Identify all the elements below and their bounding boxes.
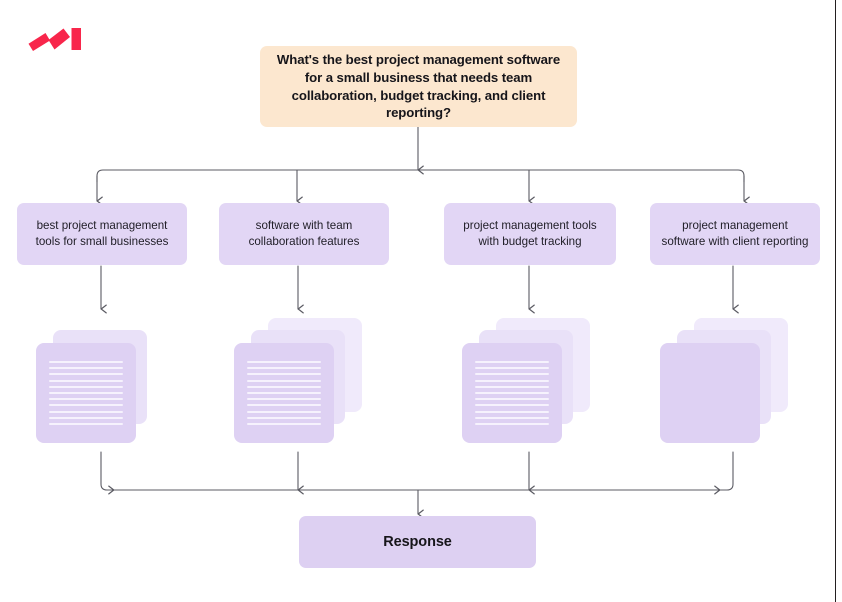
document-text-lines-1 bbox=[49, 361, 123, 425]
query-text-4: project management software with client … bbox=[661, 219, 809, 248]
document-text-lines-2 bbox=[247, 361, 321, 425]
query-box-1: best project management tools for small … bbox=[17, 203, 187, 265]
query-text-3: project management tools with budget tra… bbox=[463, 219, 597, 248]
document-card-front bbox=[660, 343, 760, 443]
document-card-front bbox=[234, 343, 334, 443]
brand-logo-icon bbox=[27, 27, 85, 53]
response-label: Response bbox=[383, 534, 452, 550]
document-text-lines-4 bbox=[673, 361, 747, 425]
question-box: What's the best project management softw… bbox=[260, 46, 577, 127]
query-box-2: software with team collaboration feature… bbox=[219, 203, 389, 265]
document-card-front bbox=[462, 343, 562, 443]
query-box-4: project management software with client … bbox=[650, 203, 820, 265]
query-text-2: software with team collaboration feature… bbox=[248, 219, 360, 248]
document-stack-1 bbox=[36, 318, 166, 444]
document-stack-2 bbox=[234, 318, 364, 444]
query-text-1: best project management tools for small … bbox=[35, 219, 169, 248]
document-stack-4 bbox=[660, 318, 790, 444]
document-text-lines-3 bbox=[475, 361, 549, 425]
page-right-border bbox=[835, 0, 836, 602]
question-text: What's the best project management softw… bbox=[276, 52, 561, 121]
response-box: Response bbox=[299, 516, 536, 568]
query-box-3: project management tools with budget tra… bbox=[444, 203, 616, 265]
document-card-front bbox=[36, 343, 136, 443]
document-stack-3 bbox=[462, 318, 592, 444]
